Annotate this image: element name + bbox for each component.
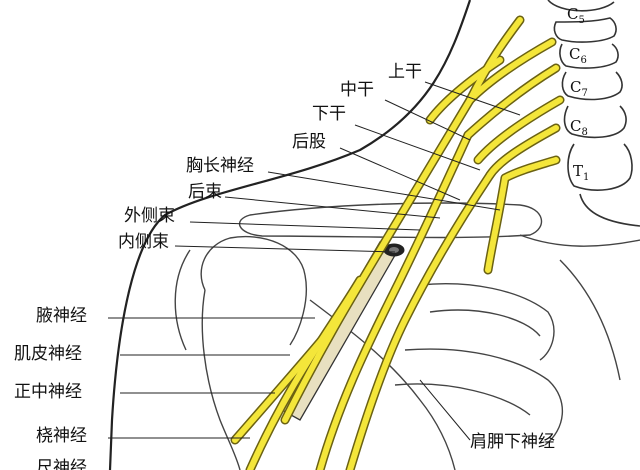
- vertebra-label-c8: C8: [570, 117, 588, 138]
- label-ulnar-nerve: 尺神经: [36, 458, 87, 470]
- label-middle-trunk: 中干: [340, 80, 374, 100]
- label-medial-cord: 内侧束: [118, 232, 169, 252]
- vertebra-label-c6: C6: [569, 45, 587, 66]
- vertebra-label-c7: C7: [570, 78, 588, 99]
- label-median-nerve: 正中神经: [14, 382, 82, 402]
- label-lateral-cord: 外侧束: [124, 206, 175, 226]
- label-leader-lines: [108, 81, 521, 441]
- vertebral-column: [547, 0, 640, 227]
- label-lower-trunk: 下干: [312, 104, 346, 124]
- label-posterior-cord: 后束: [188, 182, 222, 202]
- label-long-thoracic-nerve: 胸长神经: [186, 156, 254, 176]
- brachial-plexus-nerves: [230, 15, 565, 470]
- label-subscapular-nerve: 肩胛下神经: [470, 432, 555, 452]
- label-posterior-division: 后股: [292, 132, 326, 152]
- label-radial-nerve: 桡神经: [36, 426, 87, 446]
- label-axillary-nerve: 腋神经: [36, 306, 87, 326]
- label-upper-trunk: 上干: [388, 62, 422, 82]
- vertebra-label-c5: C5: [567, 5, 585, 26]
- rib-outlines: [238, 202, 640, 446]
- label-musculocutaneous-nerve: 肌皮神经: [14, 344, 82, 364]
- vertebra-label-t1: T1: [573, 162, 590, 183]
